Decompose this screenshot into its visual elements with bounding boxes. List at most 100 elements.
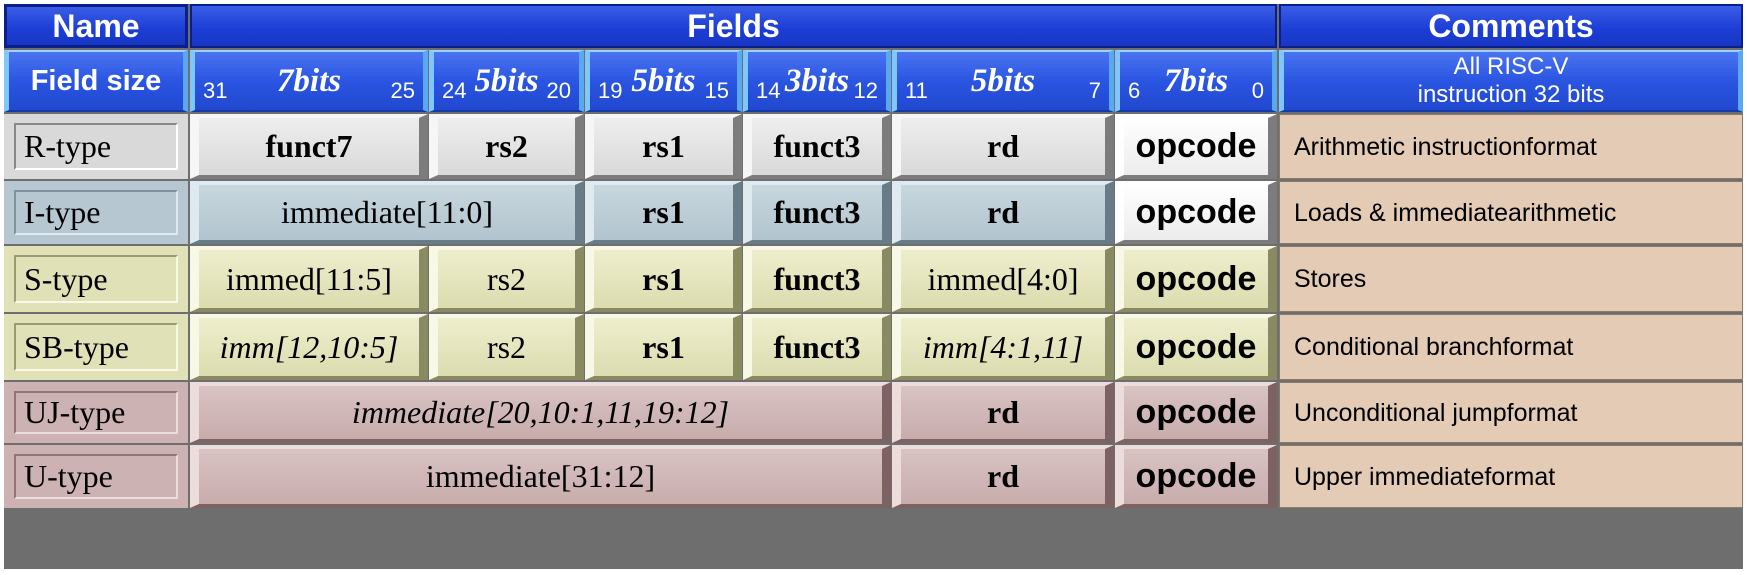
field-opcode: opcode xyxy=(1115,114,1277,179)
field-text: opcode xyxy=(1135,259,1257,298)
bit-hi: 14 xyxy=(756,78,781,103)
bit-width: 3bits xyxy=(784,62,850,99)
row-name-r-type: R-type xyxy=(4,114,188,179)
field-text: funct3 xyxy=(773,260,861,297)
field-text: immed[4:0] xyxy=(927,260,1079,297)
field-opcode: opcode xyxy=(1115,246,1277,312)
field-text: rd xyxy=(987,394,1019,430)
field-funct3: funct3 xyxy=(743,114,891,179)
field-funct7: funct7 xyxy=(190,114,428,179)
row-name-i-type: I-type xyxy=(4,181,188,244)
row-name-label: S-type xyxy=(14,255,178,303)
field-text: funct7 xyxy=(265,128,353,164)
field-size-label-text: Field size xyxy=(30,64,162,97)
riscv-instruction-format-table: Name Fields Comments Field size 31 7bits… xyxy=(4,4,1743,569)
bit-width: 5bits xyxy=(631,62,696,99)
field-text: funct3 xyxy=(773,194,861,230)
bit-hi: 19 xyxy=(598,78,623,103)
comment-line1: Stores xyxy=(1294,265,1367,293)
header-comments-label: Comments xyxy=(1428,7,1594,44)
field-size-col-6: 6 7bits 0 xyxy=(1115,50,1277,112)
field-immediate-31-12: immediate[31:12] xyxy=(190,445,891,508)
row-name-label: I-type xyxy=(14,190,178,235)
field-text: rs2 xyxy=(485,128,528,164)
bit-width: 5bits xyxy=(970,62,1036,99)
field-text: rs1 xyxy=(642,194,685,230)
field-text: immediate[11:0] xyxy=(280,194,494,230)
row-name-label: SB-type xyxy=(14,323,178,371)
field-rs1: rs1 xyxy=(585,181,742,244)
field-rd: rd xyxy=(892,382,1114,443)
field-rd: rd xyxy=(892,114,1114,179)
field-immed-4-0: immed[4:0] xyxy=(892,246,1114,312)
row-name-label: R-type xyxy=(14,123,178,170)
bit-hi: 11 xyxy=(905,78,928,103)
bit-lo: 25 xyxy=(390,78,415,103)
comment-line2: format xyxy=(1506,398,1578,427)
comment-line1: Conditional branch xyxy=(1294,333,1503,361)
field-text: opcode xyxy=(1135,327,1257,366)
bit-lo: 12 xyxy=(853,78,878,103)
field-rs2: rs2 xyxy=(429,314,584,380)
comment-line2: format xyxy=(1484,462,1556,491)
row-name-label: UJ-type xyxy=(14,391,178,434)
field-text: opcode xyxy=(1135,193,1257,231)
field-text: opcode xyxy=(1135,127,1257,165)
field-text: rd xyxy=(987,458,1019,494)
field-size-comment-line1: All RISC-V xyxy=(1453,53,1569,80)
bit-lo: 0 xyxy=(1251,78,1264,103)
field-rd: rd xyxy=(892,181,1114,244)
field-funct3: funct3 xyxy=(743,246,891,312)
header-fields: Fields xyxy=(190,4,1277,48)
row-name-uj-type: UJ-type xyxy=(4,382,188,443)
field-text: opcode xyxy=(1135,457,1257,495)
field-text: rs1 xyxy=(642,328,685,365)
field-size-col-1: 31 7bits 25 xyxy=(190,50,428,112)
bit-hi: 31 xyxy=(203,78,228,103)
field-text: imm[12,10:5] xyxy=(219,328,399,365)
comment-line1: Upper immediate xyxy=(1294,462,1485,491)
field-size-col-3: 19 5bits 15 xyxy=(585,50,742,112)
field-text: rs1 xyxy=(642,260,685,297)
field-funct3: funct3 xyxy=(743,314,891,380)
row-name-s-type: S-type xyxy=(4,246,188,312)
field-text: rd xyxy=(987,128,1019,164)
field-text: immed[11:5] xyxy=(226,260,392,297)
field-rd: rd xyxy=(892,445,1114,508)
field-immediate-20-10-1-11-19-12: immediate[20,10:1,11,19:12] xyxy=(190,382,891,443)
field-funct3: funct3 xyxy=(743,181,891,244)
field-opcode: opcode xyxy=(1115,181,1277,244)
comment-line2: arithmetic xyxy=(1508,198,1617,227)
field-imm-12-10-5: imm[12,10:5] xyxy=(190,314,428,380)
field-immed-11-5: immed[11:5] xyxy=(190,246,428,312)
field-size-col-5: 11 5bits 7 xyxy=(892,50,1114,112)
field-text: imm[4:1,11] xyxy=(922,328,1084,365)
field-text: rd xyxy=(987,194,1019,230)
field-size-label: Field size xyxy=(4,50,188,112)
comment-line1: Loads & immediate xyxy=(1294,198,1509,227)
comment-line1: Unconditional jump xyxy=(1294,398,1507,427)
comment-line1: Arithmetic instruction xyxy=(1294,132,1527,161)
field-text: immediate[31:12] xyxy=(425,458,656,494)
field-imm-4-1-11: imm[4:1,11] xyxy=(892,314,1114,380)
bit-lo: 20 xyxy=(546,78,571,103)
field-text: funct3 xyxy=(773,128,861,164)
bit-hi: 6 xyxy=(1128,78,1141,103)
bit-lo: 7 xyxy=(1088,78,1101,103)
header-fields-label: Fields xyxy=(687,7,780,44)
comment-line2: format xyxy=(1502,333,1574,361)
header-comments: Comments xyxy=(1279,4,1743,48)
bit-width: 5bits xyxy=(474,62,539,99)
comment-line2: format xyxy=(1526,132,1597,161)
header-name: Name xyxy=(4,4,188,48)
field-text: rs2 xyxy=(486,260,527,297)
field-size-comment-line2: instruction 32 bits xyxy=(1417,81,1605,108)
field-rs2: rs2 xyxy=(429,114,584,179)
field-text: rs2 xyxy=(486,328,527,365)
bit-width: 7bits xyxy=(1163,62,1229,99)
header-name-label: Name xyxy=(52,7,140,44)
field-rs1: rs1 xyxy=(585,314,742,380)
